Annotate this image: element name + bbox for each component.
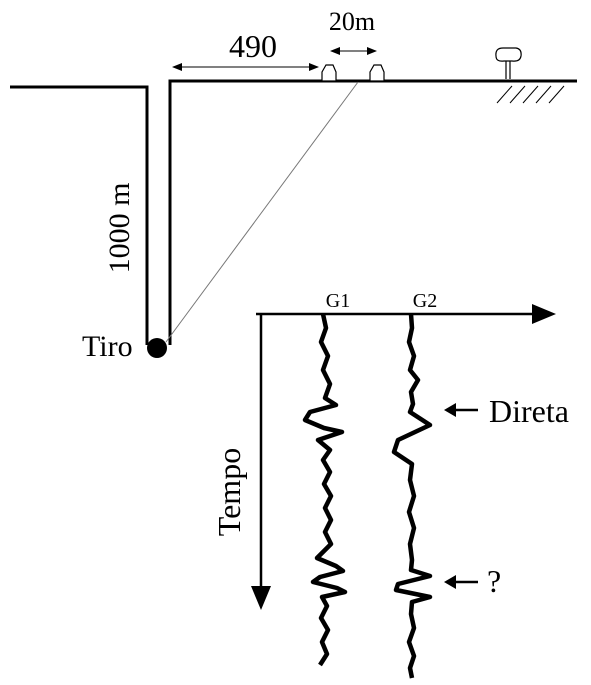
unknown-arrival-annotation: ? (444, 563, 501, 599)
trace-1-label: G1 (326, 290, 350, 312)
offset-distance-label: 490 (229, 28, 277, 64)
shot-point-icon (147, 338, 167, 358)
direct-arrival-annotation: Direta (444, 393, 569, 429)
trace-2-label: G2 (413, 290, 437, 312)
ground-surface (10, 79, 577, 345)
geophone-icon (369, 64, 385, 82)
time-axis-arrowhead (251, 586, 271, 610)
trace-axis-arrowhead (532, 304, 556, 324)
trace-g2 (391, 313, 433, 679)
unknown-arrival-label: ? (487, 563, 501, 599)
ground-hatch-icon (496, 85, 565, 104)
time-axis-label: Tempo (211, 448, 247, 536)
direct-arrival-label: Direta (489, 393, 569, 429)
ray-path (165, 81, 359, 343)
trace-g1 (302, 313, 348, 667)
geophone-icon (321, 64, 337, 82)
geophone-spacing-label: 20m (329, 7, 375, 36)
well-depth-label: 1000 m (103, 183, 136, 274)
tree-icon (495, 47, 522, 79)
shot-label: Tiro (82, 330, 133, 363)
